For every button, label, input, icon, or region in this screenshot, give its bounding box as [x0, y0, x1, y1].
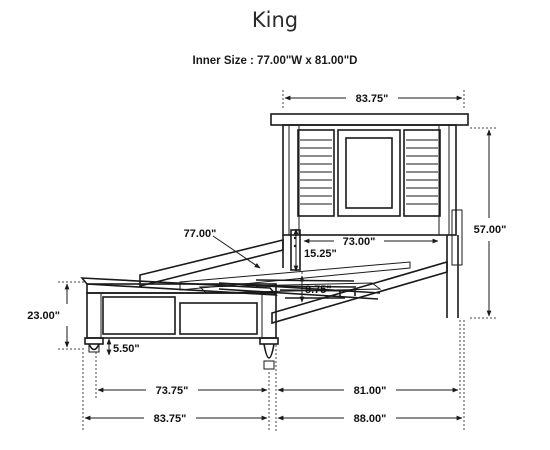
rail-length-label: 73.00": [343, 236, 376, 248]
inner-depth-label: 81.00": [354, 385, 387, 397]
slat-height-label: 8.75": [305, 284, 332, 296]
overall-width-label: 83.75": [154, 413, 187, 425]
headboard: [270, 113, 469, 318]
headboard-height-label: 57.00": [474, 224, 507, 236]
dimension-lines: [58, 90, 496, 432]
footboard-height-label: 23.00": [27, 310, 60, 322]
inner-width-label: 77.00": [184, 228, 217, 240]
side-rails: [139, 229, 448, 325]
headboard-width-label: 83.75": [356, 93, 389, 105]
inner-size-subtitle: Inner Size : 77.00"W x 81.00"D: [192, 55, 358, 67]
leg-height-label: 5.50": [113, 343, 140, 355]
footboard-inner-label: 73.75": [156, 385, 189, 397]
footboard: [80, 277, 279, 370]
overall-depth-label: 88.00": [354, 413, 387, 425]
diagram-title: King: [251, 8, 299, 32]
rail-drop-label: 15.25": [304, 248, 337, 260]
